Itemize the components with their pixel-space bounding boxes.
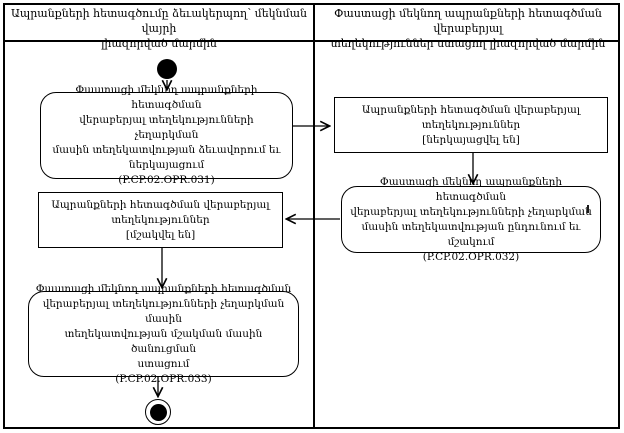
stray-mark: [587, 205, 589, 213]
lane-header-left: Ապրանքների հետագծումը ձեւակերպող՝ մեկնմա…: [10, 7, 308, 50]
state-box-info-presented-label: Ապրանքների հետագծման վերաբերյալ տեղեկութ…: [361, 103, 581, 146]
initial-node: [157, 59, 177, 79]
diagram-frame: [3, 3, 620, 429]
header-separator: [3, 40, 620, 42]
state-box-info-processed-label: Ապրանքների հետագծման վերաբերյալ տեղեկութ…: [51, 198, 270, 241]
lane-header-right: Փաստացի մեկնող ապրանքների հետագծման վերա…: [330, 7, 606, 50]
state-box-info-processed: Ապրանքների հետագծման վերաբերյալ տեղեկութ…: [38, 192, 283, 248]
activity-box-opr031-label: Փաստացի մեկնող ապրանքների հետագծման վերա…: [52, 84, 281, 186]
activity-box-opr033: Փաստացի մեկնող ապրանքների հետագծման վերա…: [28, 283, 299, 385]
activity-box-opr032-label: Փաստացի մեկնող ապրանքների հետագծման վերա…: [350, 175, 592, 263]
activity-box-opr031: Փաստացի մեկնող ապրանքների հետագծման վերա…: [40, 84, 293, 186]
final-node: [145, 399, 171, 425]
lane-divider: [313, 3, 315, 429]
final-node-core: [149, 403, 167, 421]
activity-box-opr032: Փաստացի մեկնող ապրանքների հետագծման վերա…: [341, 176, 601, 263]
activity-box-opr033-label: Փաստացի մեկնող ապրանքների հետագծման վերա…: [35, 282, 292, 385]
state-box-info-presented: Ապրանքների հետագծման վերաբերյալ տեղեկութ…: [334, 97, 608, 153]
